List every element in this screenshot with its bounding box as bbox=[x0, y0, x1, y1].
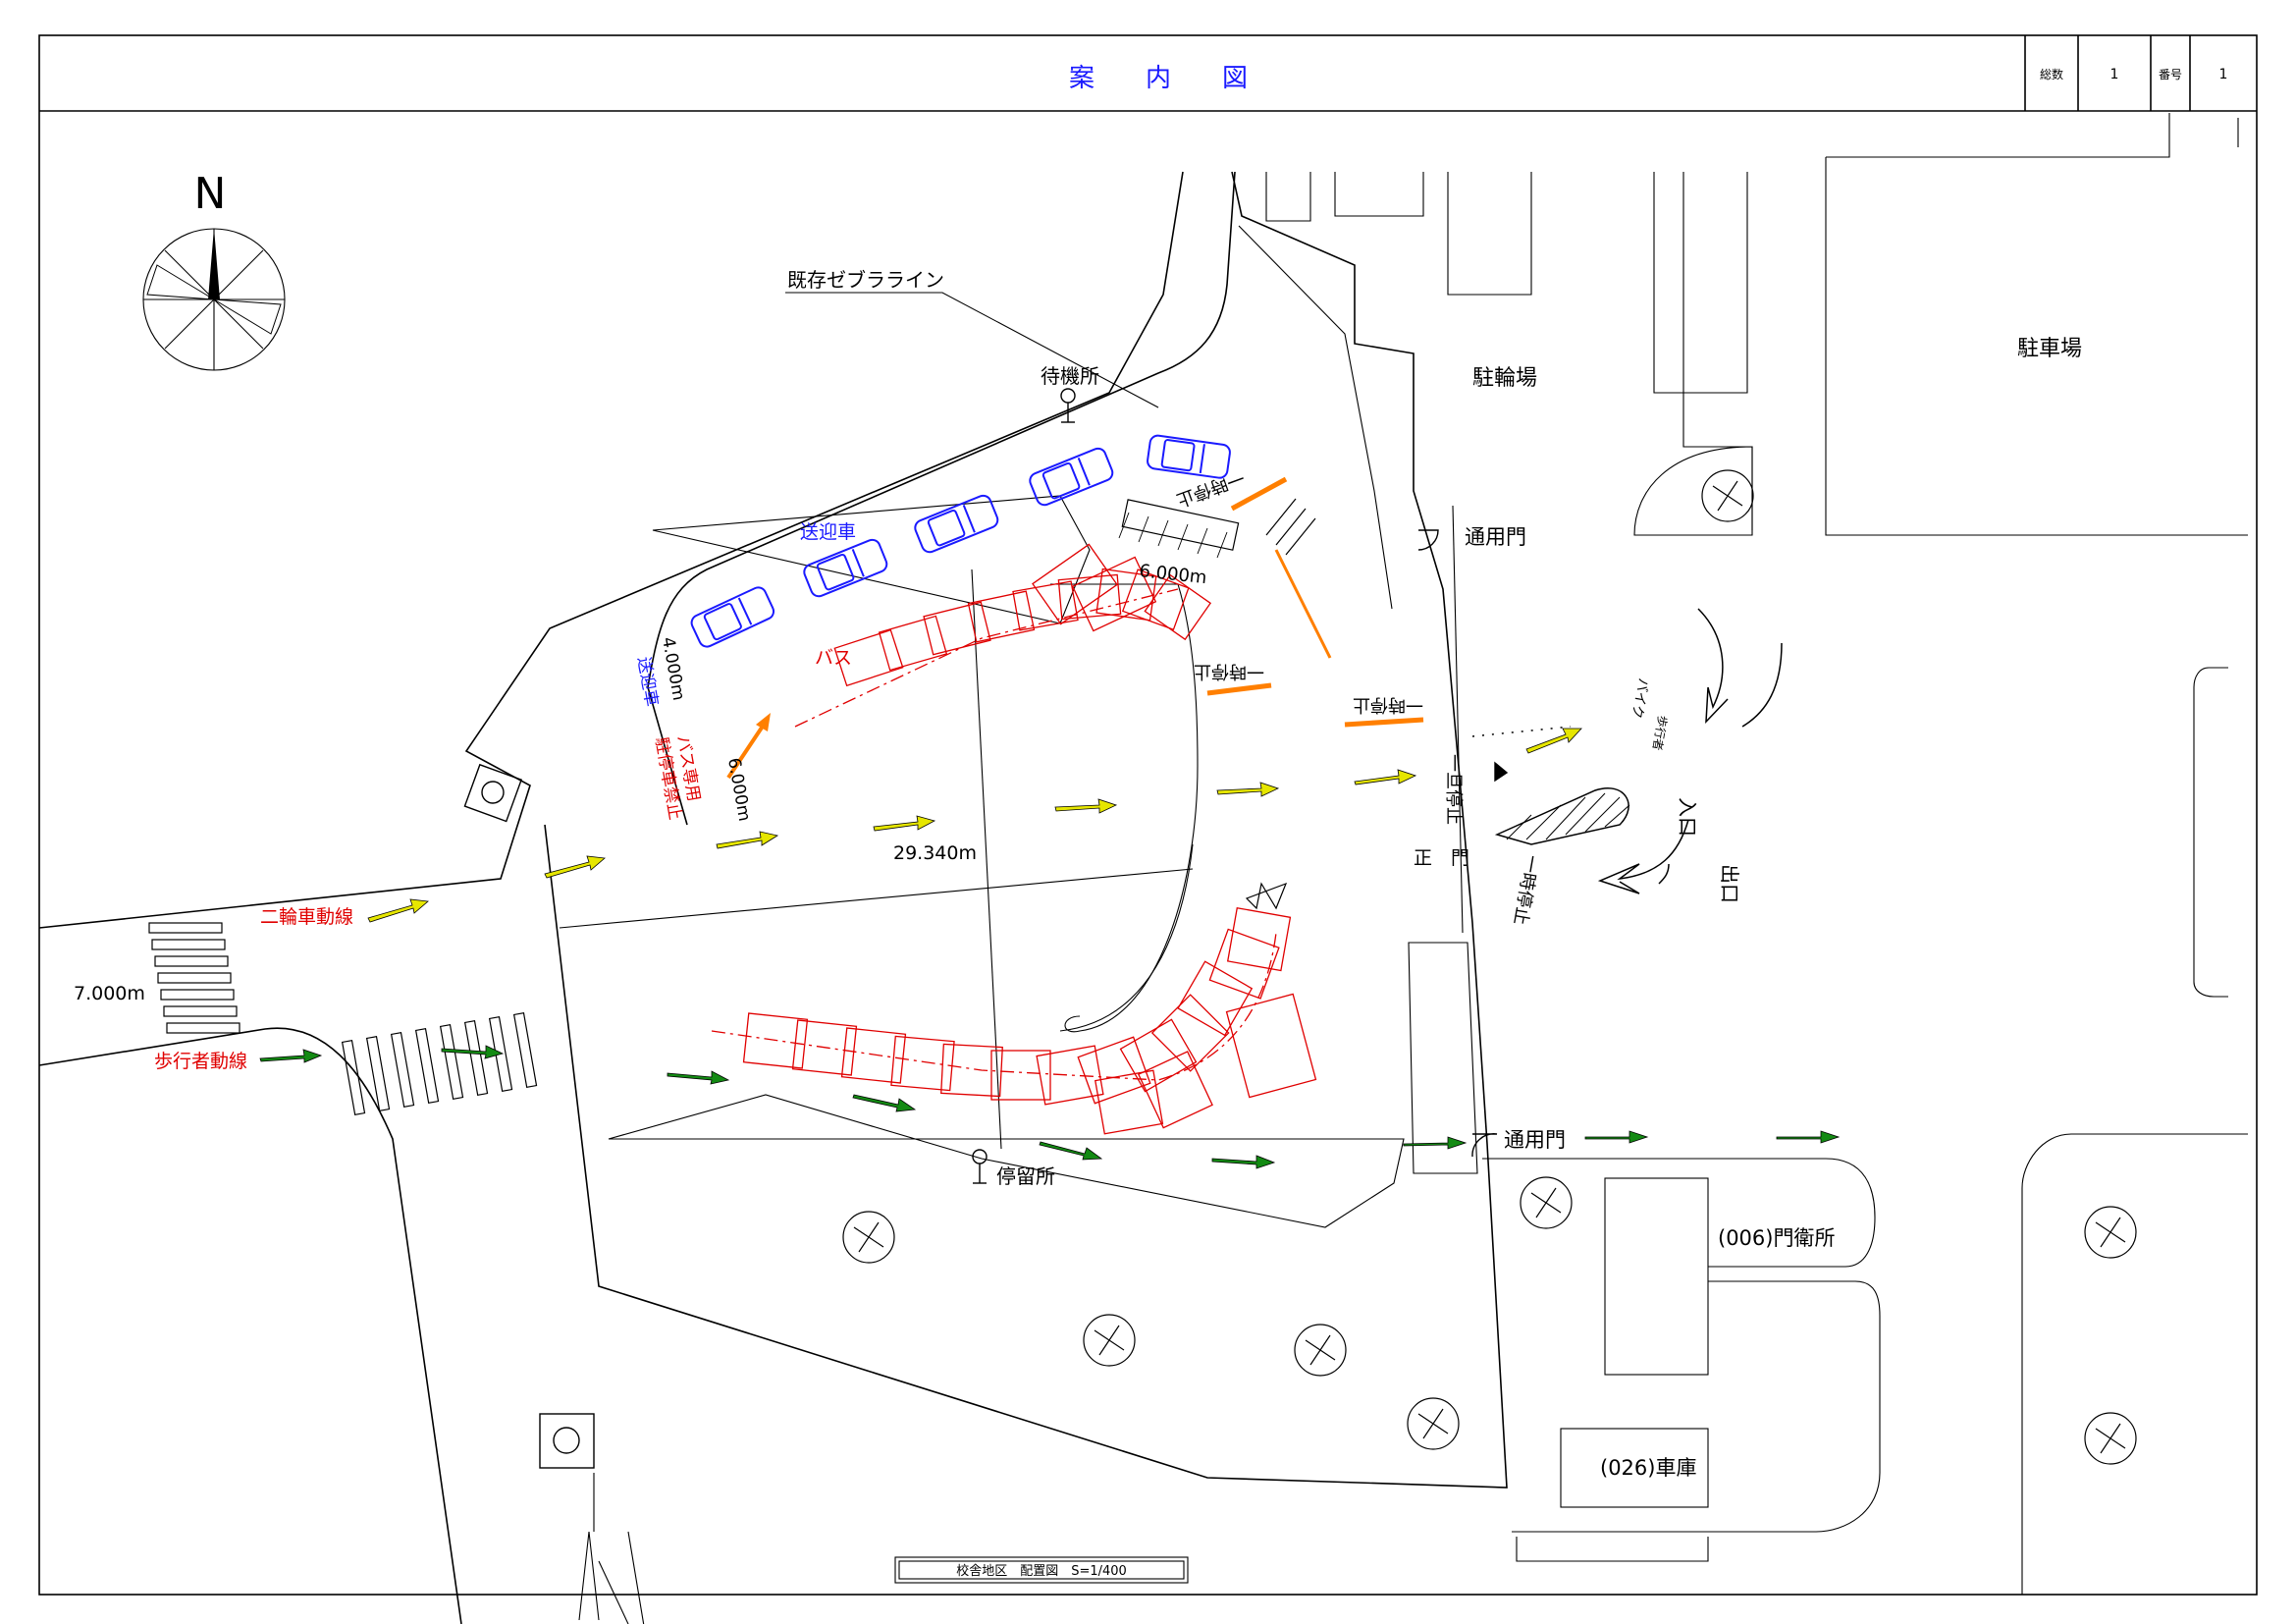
two-wheel-arrows bbox=[367, 728, 1582, 923]
guard-house-label: (006)門衛所 bbox=[1718, 1226, 1835, 1250]
service-gate-top-label: 通用門 bbox=[1465, 525, 1526, 549]
bike-road-mark: バイク bbox=[1629, 677, 1651, 720]
pause-label: 一旦停止 bbox=[1443, 754, 1464, 825]
parking-lot-label: 駐車場 bbox=[2017, 337, 2082, 361]
dimension-29m-line bbox=[971, 568, 1002, 1150]
gate-symbols bbox=[1417, 529, 1509, 1158]
trees bbox=[842, 469, 2137, 1465]
bus-stop-label: 停留所 bbox=[996, 1164, 1055, 1188]
dimension-7m: 7.000m bbox=[74, 983, 145, 1004]
pickup-car bbox=[690, 586, 775, 648]
pickup-car bbox=[1147, 434, 1231, 479]
north-label: N bbox=[194, 169, 227, 219]
pickup-car bbox=[803, 538, 888, 598]
two-wheel-route-label: 二輪車動線 bbox=[260, 906, 353, 928]
pickup-car-side-label: 送迎車 bbox=[633, 655, 662, 708]
title-block: 総数 1 番号 1 bbox=[2024, 35, 2228, 111]
drawing-frame bbox=[38, 34, 2258, 1596]
pickup-car bbox=[914, 494, 999, 554]
main-gate-label: 正 門 bbox=[1414, 847, 1469, 869]
pickup-car bbox=[1029, 447, 1114, 507]
pickup-cars bbox=[690, 434, 1231, 648]
north-compass: N bbox=[142, 169, 286, 371]
sheet-number-label: 番号 bbox=[2159, 68, 2182, 81]
bicycle-parking-label: 駐輪場 bbox=[1472, 366, 1537, 391]
pickup-car-label: 送迎車 bbox=[800, 521, 856, 543]
traffic-island bbox=[1494, 787, 1629, 845]
road-mark-stop-3: 一時停止 bbox=[1353, 694, 1423, 715]
bus-trajectory-lower bbox=[711, 906, 1317, 1135]
bus-direction-arrow bbox=[726, 713, 771, 780]
crosswalks bbox=[148, 498, 1316, 1115]
zebra-existing-label: 既存ゼブラライン bbox=[787, 268, 944, 292]
road-mark-stop-2: 一時停止 bbox=[1194, 661, 1264, 681]
zebra-leader bbox=[785, 292, 1159, 408]
garage-label: (026)車庫 bbox=[1600, 1456, 1696, 1480]
total-count-label: 総数 bbox=[2040, 67, 2063, 81]
sheet-number-value: 1 bbox=[2219, 67, 2228, 82]
road-outlines bbox=[38, 113, 2248, 1624]
bus-trajectory-upper bbox=[794, 543, 1212, 728]
flow-curves bbox=[1471, 608, 1783, 894]
stop-lines bbox=[1206, 476, 1424, 728]
dimension-6m-side: 6.000m bbox=[723, 756, 754, 823]
total-count-value: 1 bbox=[2110, 67, 2119, 82]
bus-label: バス bbox=[815, 647, 852, 669]
utility-boxes bbox=[463, 763, 595, 1469]
road-mark-entrance: 入口 bbox=[1676, 797, 1699, 837]
dimension-29m: 29.340m bbox=[893, 842, 977, 864]
pedestrian-road-mark: 歩行者 bbox=[1650, 714, 1671, 751]
service-gate-bottom-label: 通用門 bbox=[1504, 1128, 1566, 1152]
footer-box bbox=[894, 1556, 1189, 1584]
road-mark-exit: 出口 bbox=[1718, 864, 1741, 903]
pedestrian-arrows bbox=[259, 1045, 1841, 1169]
sign-posts bbox=[972, 388, 1076, 1184]
dimension-4m: 4.000m bbox=[658, 635, 688, 702]
footer-caption: 校舎地区 配置図 S=1/400 bbox=[956, 1563, 1127, 1579]
drawing-title: 案 内 図 bbox=[1069, 64, 1248, 93]
pedestrian-route-label: 歩行者動線 bbox=[154, 1051, 247, 1072]
waiting-area-label: 待機所 bbox=[1041, 364, 1099, 388]
road-mark-stop-4: 一時停止 bbox=[1510, 853, 1542, 927]
